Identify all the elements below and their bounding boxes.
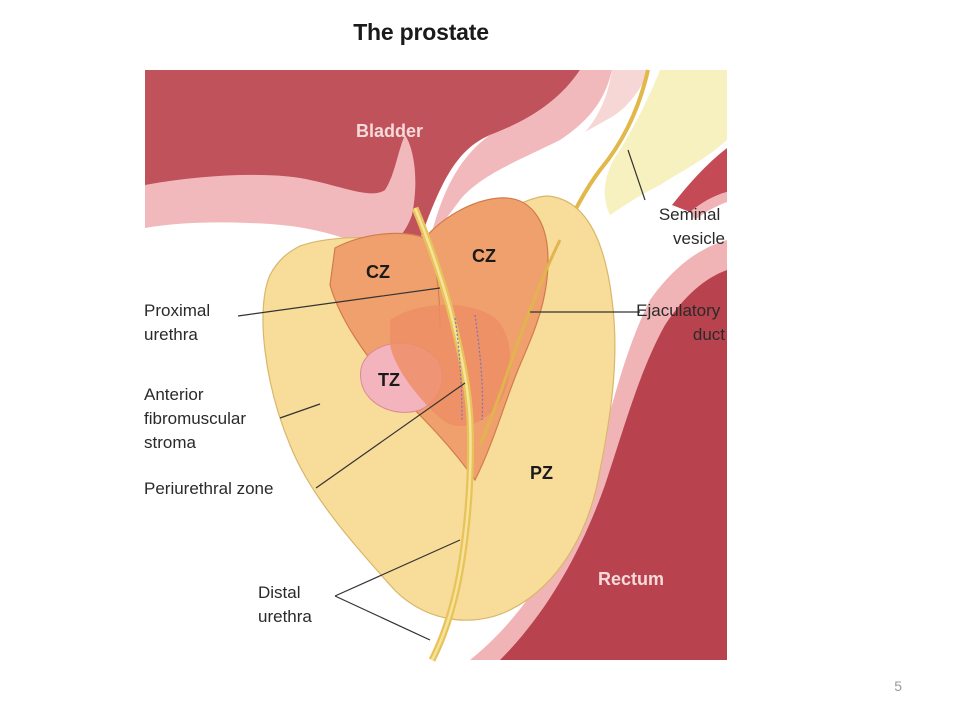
proximal-urethra-leader: [237, 287, 441, 317]
rectum-label: Rectum: [598, 569, 664, 589]
urethra: [411, 206, 562, 662]
slide-number: 5: [894, 678, 902, 694]
seminal-vesicle-leader: [627, 149, 646, 201]
distal-urethra-leader-upper: [334, 539, 461, 597]
leader-lines: [237, 149, 646, 641]
distal-urethra-leader-lower: [334, 595, 431, 641]
rectum: [470, 148, 727, 660]
distal-urethra-callout: Distal urethra: [258, 583, 312, 626]
tz-label: TZ: [378, 370, 400, 390]
cz-right-label: CZ: [472, 246, 496, 266]
bladder-label: Bladder: [356, 121, 423, 141]
ejaculatory-duct-callout: Ejaculatory duct: [636, 301, 725, 344]
bladder: [145, 70, 650, 252]
periurethral-zone-leader: [315, 382, 466, 489]
seminal-vesicle-callout: Seminal vesicle: [659, 205, 725, 248]
cz-left-label: CZ: [366, 262, 390, 282]
anterior-stroma-callout: Anterior fibromuscular stroma: [144, 385, 251, 452]
periurethral-zone-callout: Periurethral zone: [144, 479, 273, 498]
pz-label: PZ: [530, 463, 553, 483]
page-title: The prostate: [353, 19, 489, 45]
proximal-urethra-callout: Proximal urethra: [144, 301, 215, 344]
transition-zone: [359, 304, 511, 427]
anterior-stroma-leader: [279, 403, 321, 419]
